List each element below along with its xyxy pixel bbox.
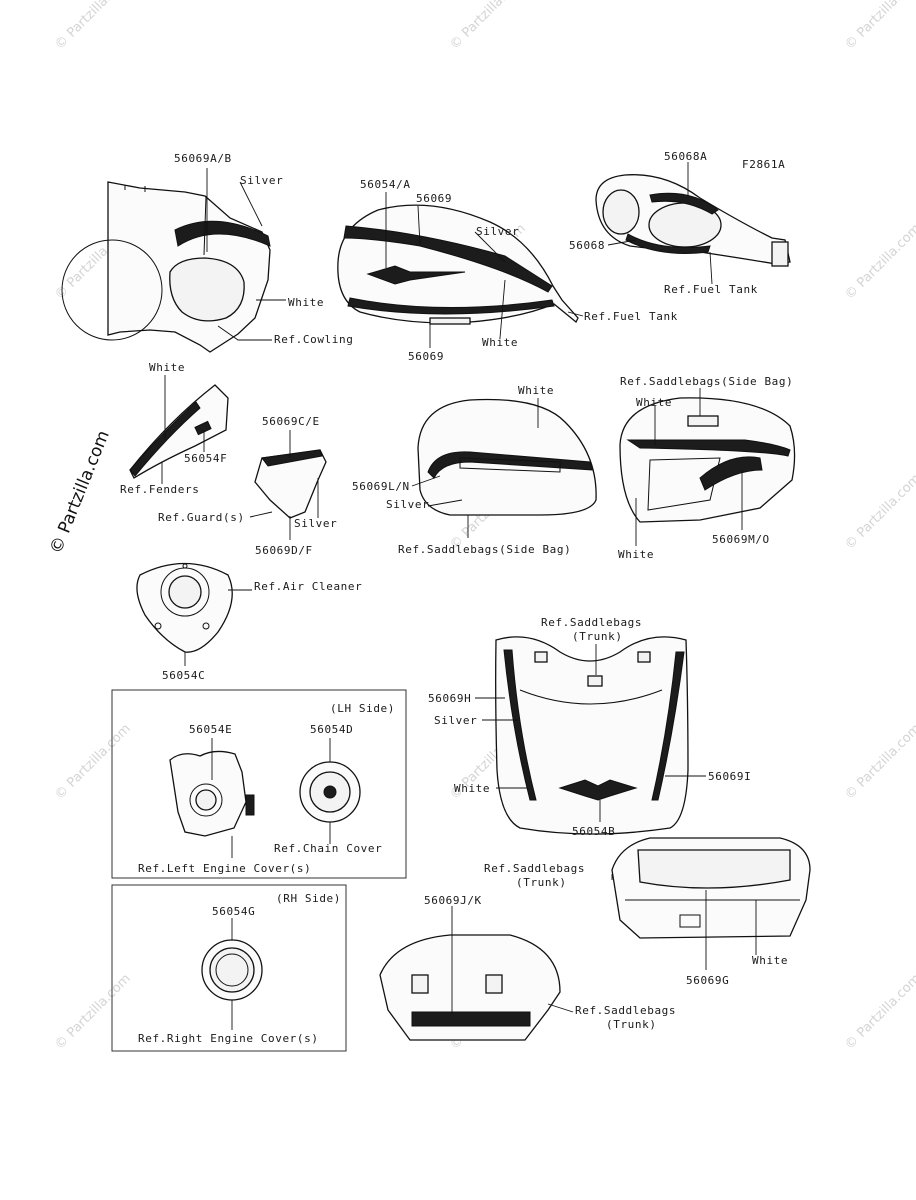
part-number-label: 56069H xyxy=(428,692,471,705)
lh-side-box xyxy=(111,689,407,879)
color-label: White xyxy=(482,336,518,349)
watermark-large: © Partzilla.com xyxy=(46,428,114,557)
color-label: White xyxy=(454,782,490,795)
part-number-label: 56054G xyxy=(212,905,255,918)
color-label: White xyxy=(149,361,185,374)
reference-label: Ref.Right Engine Cover(s) xyxy=(138,1032,319,1045)
watermark: © Partzilla.com xyxy=(447,0,529,53)
figure-code: F2861A xyxy=(742,158,785,171)
watermark: © Partzilla.com xyxy=(842,0,916,53)
watermark: © Partzilla.com xyxy=(842,971,916,1053)
rh-side-box xyxy=(111,884,347,1052)
callout-labels: 56069A/B Silver White Ref.Cowling 56054/… xyxy=(120,150,793,1045)
trunk-side-drawing xyxy=(379,934,561,1041)
color-label: Silver xyxy=(476,225,519,238)
reference-label: Ref.Saddlebags(Side Bag) xyxy=(620,375,793,388)
color-label: Silver xyxy=(294,517,337,530)
color-label: White xyxy=(752,954,788,967)
part-number-label: 56054B xyxy=(572,825,615,838)
watermark: © Partzilla.com xyxy=(52,971,134,1053)
reference-label: Ref.Fuel Tank xyxy=(584,310,678,323)
right-engine-cover-drawing xyxy=(201,939,263,1001)
side-label: (RH Side) xyxy=(276,892,341,905)
color-label: Silver xyxy=(386,498,429,511)
side-label: (LH Side) xyxy=(330,702,395,715)
air-cleaner-drawing xyxy=(136,562,233,653)
chain-cover-drawing xyxy=(299,761,361,823)
part-number-label: 56054/A xyxy=(360,178,411,191)
watermark: © Partzilla.com xyxy=(52,721,134,803)
part-number-label: 56069J/K xyxy=(424,894,482,907)
leader-lines xyxy=(161,162,757,1030)
color-label: White xyxy=(518,384,554,397)
reference-label: (Trunk) xyxy=(606,1018,657,1031)
watermark: © Partzilla.com xyxy=(52,0,134,53)
color-label: Silver xyxy=(434,714,477,727)
reference-label: Ref.Saddlebags xyxy=(575,1004,676,1017)
part-number-label: 56069 xyxy=(408,350,444,363)
color-label: White xyxy=(636,396,672,409)
part-number-label: 56054F xyxy=(184,452,227,465)
reference-label: Ref.Fenders xyxy=(120,483,199,496)
trunk-front-drawing xyxy=(495,636,689,835)
reference-label: (Trunk) xyxy=(516,876,567,889)
reference-label: Ref.Saddlebags(Side Bag) xyxy=(398,543,571,556)
part-number-label: 56069L/N xyxy=(352,480,410,493)
part-number-label: 56054D xyxy=(310,723,353,736)
saddlebag-right-drawing xyxy=(619,397,796,523)
part-number-label: 56054E xyxy=(189,723,232,736)
fuel-tank-drawing xyxy=(337,204,579,325)
part-number-label: 56054C xyxy=(162,669,205,682)
left-engine-cover-drawing xyxy=(169,750,255,837)
color-label: Silver xyxy=(240,174,283,187)
saddlebag-left-drawing xyxy=(417,398,597,516)
part-number-label: 56069I xyxy=(708,770,751,783)
cowling-drawing xyxy=(61,181,271,353)
reference-label: Ref.Saddlebags xyxy=(541,616,642,629)
reference-label: Ref.Cowling xyxy=(274,333,353,346)
part-number-label: 56069 xyxy=(416,192,452,205)
part-number-label: 56069M/O xyxy=(712,533,770,546)
guard-drawing xyxy=(254,449,327,519)
reference-label: Ref.Left Engine Cover(s) xyxy=(138,862,311,875)
fuel-tank-top-drawing xyxy=(595,174,791,267)
part-number-label: 56069D/F xyxy=(255,544,313,557)
part-number-label: 56069C/E xyxy=(262,415,320,428)
reference-label: Ref.Saddlebags xyxy=(484,862,585,875)
trunk-rear-drawing xyxy=(611,837,811,939)
part-number-label: 56068 xyxy=(569,239,605,252)
watermark: © Partzilla.com xyxy=(842,221,916,303)
reference-label: (Trunk) xyxy=(572,630,623,643)
color-label: White xyxy=(288,296,324,309)
part-number-label: 56069G xyxy=(686,974,729,987)
reference-label: Ref.Guard(s) xyxy=(158,511,245,524)
watermark: © Partzilla.com xyxy=(842,471,916,553)
part-number-label: 56068A xyxy=(664,150,707,163)
part-number-label: 56069A/B xyxy=(174,152,232,165)
reference-label: Ref.Air Cleaner xyxy=(254,580,362,593)
color-label: White xyxy=(618,548,654,561)
watermark: © Partzilla.com xyxy=(842,721,916,803)
reference-label: Ref.Fuel Tank xyxy=(664,283,758,296)
reference-label: Ref.Chain Cover xyxy=(274,842,382,855)
